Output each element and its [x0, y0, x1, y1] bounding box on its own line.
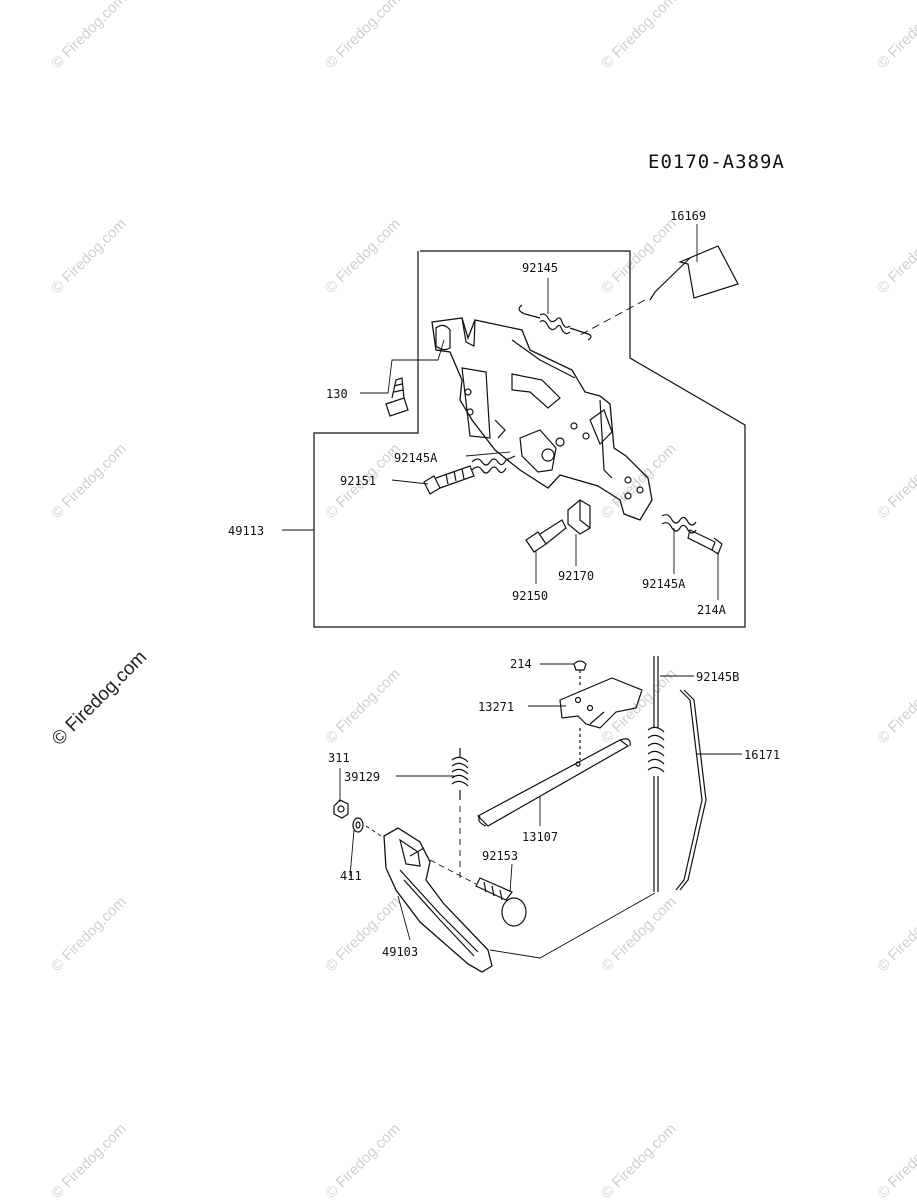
part-label: 92145	[522, 261, 558, 275]
part-label: 92170	[558, 569, 594, 583]
connection-line	[365, 825, 385, 839]
wire-link-16169	[579, 245, 739, 336]
spring-92145	[518, 304, 592, 341]
drawing-code: E0170-A389A	[648, 151, 785, 173]
spring-92145B	[647, 656, 665, 892]
bolt-92150	[525, 519, 567, 553]
spring-92145A-bottom	[661, 514, 697, 534]
part-label: 16171	[744, 748, 780, 762]
assembly-outline	[313, 250, 746, 628]
lever-49103	[383, 827, 493, 973]
part-label: 92150	[512, 589, 548, 603]
part-label: 39129	[344, 770, 380, 784]
part-label: 49103	[382, 945, 418, 959]
spring-92145A-top	[471, 455, 516, 474]
rod-16171	[675, 689, 707, 891]
shaft-13107	[477, 728, 631, 827]
spring-39129	[451, 748, 469, 880]
part-label: 92145A	[394, 451, 438, 465]
washer-411	[352, 817, 364, 833]
bolt-92153	[429, 859, 527, 927]
part-label: 92145B	[696, 670, 739, 684]
part-label: 92145A	[642, 577, 686, 591]
part-label: 13271	[478, 700, 514, 714]
clip-92170	[567, 499, 591, 535]
bolt-92151	[423, 465, 475, 495]
nut-311	[333, 799, 349, 819]
part-label: 214A	[697, 603, 727, 617]
screw-214A	[687, 529, 723, 555]
bolt-130	[385, 377, 409, 417]
part-label: 13107	[522, 830, 558, 844]
part-label: 130	[326, 387, 348, 401]
part-label: 311	[328, 751, 350, 765]
part-label: 411	[340, 869, 362, 883]
leader-lines	[282, 224, 742, 941]
part-label: 16169	[670, 209, 706, 223]
connection-line	[489, 892, 656, 959]
plate-13271	[559, 677, 643, 729]
part-label: 92151	[340, 474, 376, 488]
part-label: 92153	[482, 849, 518, 863]
part-label: 49113	[228, 524, 264, 538]
screw-214	[573, 660, 587, 688]
part-label: 214	[510, 657, 532, 671]
control-bracket-plate	[431, 317, 653, 521]
